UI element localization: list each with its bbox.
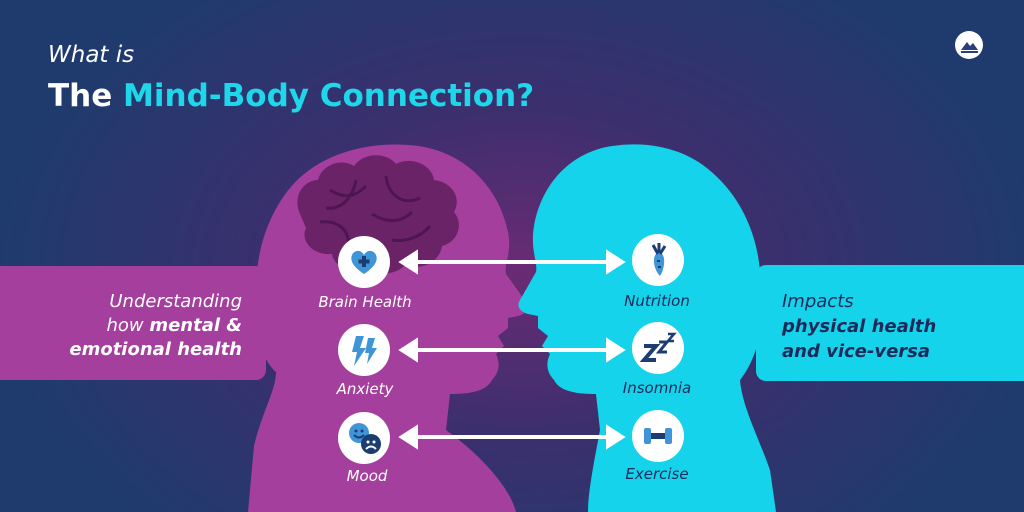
right-info-panel: Impacts physical health and vice-versa: [756, 265, 1024, 381]
title-prefix: The: [48, 78, 124, 114]
carrot-icon: [632, 234, 684, 286]
brain-folds: [319, 175, 432, 247]
mountain-logo-icon: [955, 31, 983, 59]
left-info-panel: Understanding how mental & emotional hea…: [0, 266, 266, 380]
lightning-icon: [338, 324, 390, 376]
right-panel-line-3: and vice-versa: [782, 341, 931, 362]
heart-plus-icon: [338, 236, 390, 288]
left-panel-line-2-bold: mental &: [149, 315, 242, 336]
connection-arrow-2: [398, 337, 626, 363]
label-anxiety: Anxiety: [336, 380, 394, 398]
label-brain-health: Brain Health: [318, 293, 412, 311]
connection-arrow-1: [398, 249, 626, 275]
mood-faces-icon: [338, 412, 390, 464]
brain-icon: [297, 155, 459, 274]
dumbbell-icon: [632, 410, 684, 462]
title-line-1: What is: [48, 42, 135, 68]
right-panel-line-1: Impacts: [782, 291, 854, 312]
label-mood: Mood: [346, 467, 388, 485]
left-panel-line-1: Understanding: [109, 291, 242, 312]
label-nutrition: Nutrition: [624, 292, 690, 310]
connection-arrow-3: [398, 424, 626, 450]
left-panel-line-2-plain: how: [106, 315, 150, 336]
page-title: The Mind-Body Connection?: [48, 78, 534, 114]
left-panel-line-3: emotional health: [69, 339, 242, 360]
label-exercise: Exercise: [625, 465, 689, 483]
zzz-icon: [632, 322, 684, 374]
title-accent: Mind-Body Connection?: [123, 78, 535, 114]
right-panel-line-2: physical health: [782, 316, 937, 337]
label-insomnia: Insomnia: [622, 379, 692, 397]
